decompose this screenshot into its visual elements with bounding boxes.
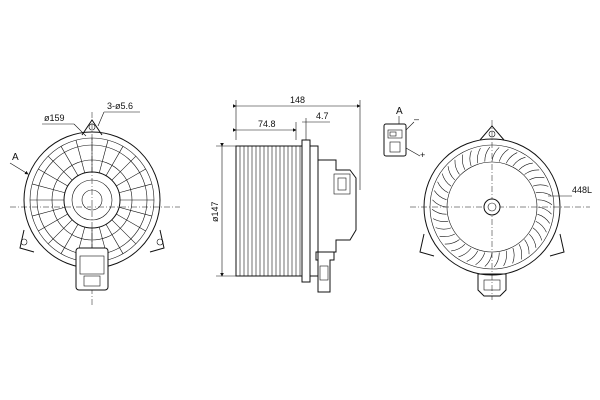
impeller-blade [439, 233, 455, 237]
impeller-blade [434, 190, 447, 201]
impeller-blade [477, 147, 481, 164]
dim-length-47: 4.7 [316, 111, 329, 121]
impeller-blade [432, 199, 447, 208]
impeller-blade [512, 156, 526, 167]
grille-rib [47, 219, 73, 245]
impeller-blade [469, 150, 472, 167]
front-view: ø159 3-ø5.6 A [9, 101, 180, 305]
grille-rib [32, 206, 66, 217]
impeller-blade [466, 250, 479, 262]
impeller-blade [498, 149, 509, 162]
grille-rib [116, 213, 146, 232]
dim-length-748: 74.8 [258, 119, 276, 129]
impeller-blade [532, 184, 549, 187]
grille-rib [38, 168, 68, 187]
grille-rib [111, 219, 137, 245]
impeller-blades [431, 146, 553, 268]
impeller-blade [512, 247, 515, 264]
impeller-blade [537, 213, 550, 224]
dim-holes: 3-ø5.6 [107, 101, 133, 111]
impeller-blade [444, 239, 460, 245]
dim-length-148: 148 [290, 95, 305, 105]
impeller-blade [503, 250, 507, 267]
connector-detail: A – + [383, 106, 425, 160]
impeller-blade [454, 159, 460, 175]
grille-rib [111, 155, 137, 181]
impeller-blade [505, 152, 518, 164]
rear-view: 448L [410, 120, 592, 300]
impeller-blade [437, 181, 449, 194]
dim-diameter-159: ø159 [44, 113, 65, 123]
rotation-label: 448L [572, 185, 592, 195]
connector-view-label: A [396, 106, 403, 117]
impeller-blade [524, 169, 540, 175]
impeller-blade [451, 244, 466, 252]
grille-rib [105, 224, 124, 254]
impeller-blade [529, 233, 537, 248]
impeller-blade [537, 199, 553, 206]
grille-rib [118, 183, 152, 194]
grille-rib [75, 140, 86, 174]
impeller-blade [535, 192, 552, 196]
grille-rib [60, 224, 79, 254]
impeller-blade [537, 206, 552, 215]
impeller-blade [432, 218, 449, 222]
impeller-blade [447, 166, 455, 181]
terminal-minus: – [414, 114, 419, 124]
dim-diameter-147: ø147 [210, 201, 220, 222]
grille-rib [47, 155, 73, 181]
impeller-blade [431, 208, 447, 215]
view-arrow-label: A [12, 152, 19, 163]
impeller-blade [435, 227, 452, 230]
terminal-plus: + [420, 150, 425, 160]
impeller-blade [441, 173, 452, 187]
impeller-blade [475, 252, 486, 265]
grille-rib [105, 146, 124, 176]
impeller-blade [529, 177, 545, 181]
impeller-blade [458, 247, 472, 258]
grille-rib [38, 213, 68, 232]
grille-rib [118, 206, 152, 217]
impeller-blade [532, 227, 543, 241]
grille-rib [32, 183, 66, 194]
impeller-blade [491, 147, 500, 162]
impeller-blade [484, 146, 491, 162]
impeller-blade [462, 154, 466, 170]
grille-rib [116, 168, 146, 187]
grille-rib [60, 146, 79, 176]
impeller-blade [524, 239, 530, 255]
inlet-grille [30, 138, 154, 262]
impeller-blade [535, 220, 547, 233]
side-view: 148 74.8 4.7 ø147 [210, 95, 361, 293]
impeller-blade [518, 244, 522, 260]
fan-wheel [239, 146, 301, 276]
impeller-blade [484, 252, 493, 267]
impeller-blade [493, 252, 500, 268]
impeller-blade [518, 162, 533, 170]
grille-rib [98, 140, 109, 174]
